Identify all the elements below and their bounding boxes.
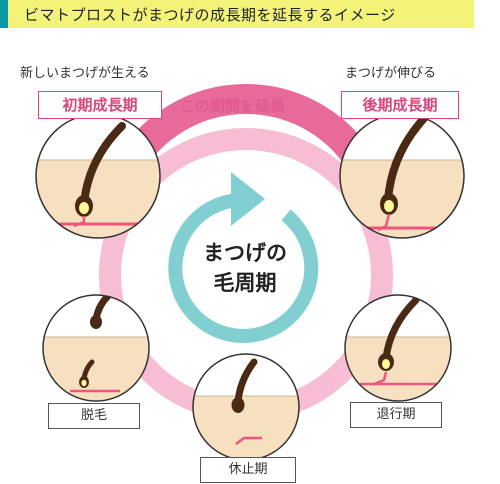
header-banner: ビマトプロストがまつげの成長期を延長するイメージ	[0, 0, 500, 28]
extend-period-label: この期間を延長	[180, 97, 286, 115]
regressive-label: 退行期	[350, 402, 442, 428]
center-cycle-arrow	[168, 172, 319, 343]
new-lash-caption: 新しいまつげが生える	[20, 66, 150, 81]
late-growth-label: 後期成長期	[341, 91, 459, 119]
header-bar	[8, 0, 474, 28]
header-accent	[0, 0, 8, 28]
hair-cycle-title-line1: まつげの	[203, 241, 287, 265]
shedding-illustration	[42, 294, 150, 402]
resting-illustration	[192, 353, 300, 461]
hair-cycle-title: まつげの 毛周期	[183, 238, 307, 298]
early-growth-label: 初期成長期	[38, 91, 162, 119]
shedding-label: 脱毛	[48, 403, 140, 429]
hair-cycle-title-line2: 毛周期	[213, 271, 277, 295]
late-growth-illustration	[339, 113, 465, 239]
resting-label: 休止期	[200, 457, 296, 483]
regressive-illustration	[344, 294, 452, 402]
growth-phase-arc	[117, 84, 375, 173]
page-title: ビマトプロストがまつげの成長期を延長するイメージ	[24, 6, 396, 24]
lash-grows-caption: まつげが伸びる	[345, 66, 437, 81]
